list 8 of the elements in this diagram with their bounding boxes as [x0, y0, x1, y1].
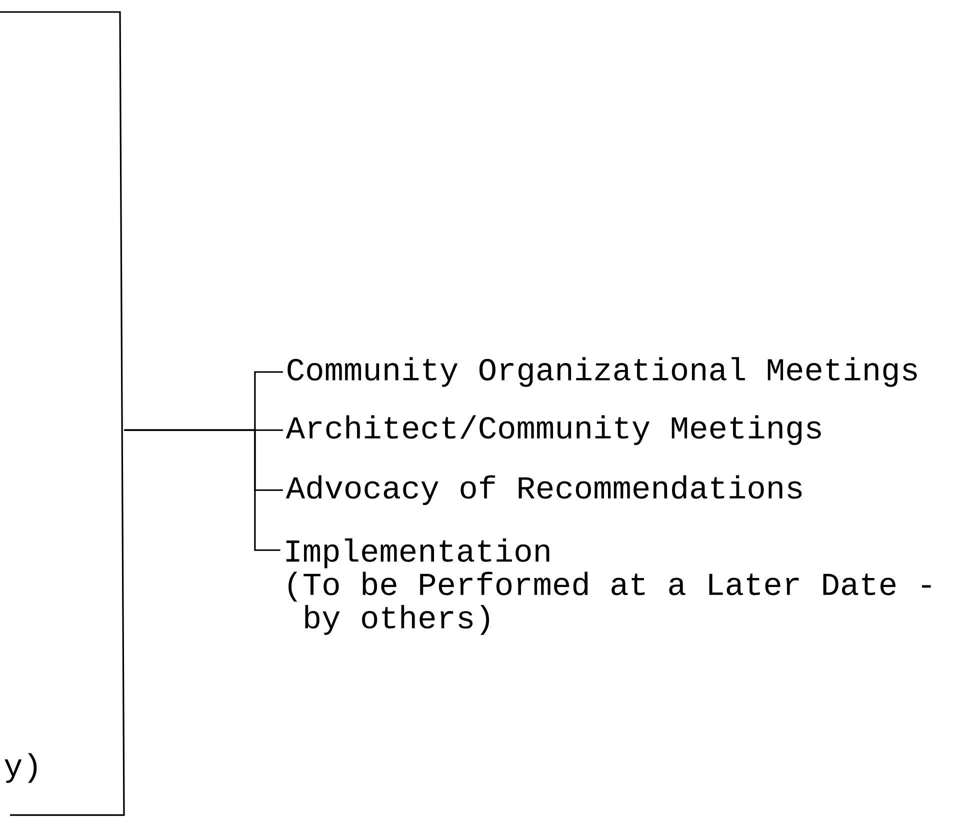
item-text: Advocacy of Recommendations — [286, 475, 802, 506]
item-text: Community Organizational Meetings — [288, 357, 917, 387]
item-text: Implementation — [286, 538, 550, 568]
connector-line — [124, 429, 280, 551]
item-text: Architect/Community Meetings — [286, 415, 821, 446]
cut-off-text: y) — [4, 753, 37, 783]
note-text: (To be Performed at a Later Date - by others) — [288, 572, 931, 635]
bracket-drawing — [0, 11, 125, 816]
